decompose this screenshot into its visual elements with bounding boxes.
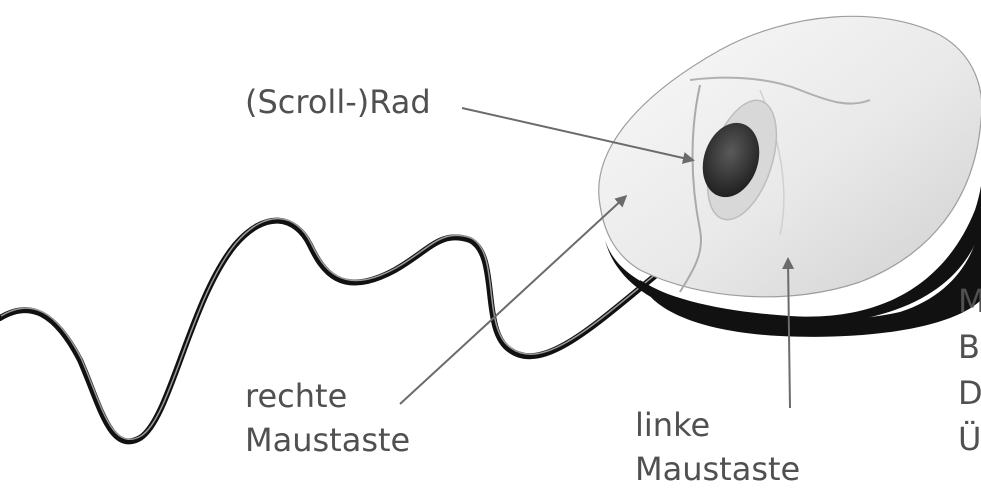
cutoff-side-text: M B D Ü: [958, 278, 981, 462]
cutoff-line-4: Ü: [958, 420, 981, 458]
scroll-wheel: [702, 122, 760, 198]
label-right-button-line-2: Maustaste: [245, 421, 411, 459]
mouse-body: [598, 15, 981, 298]
label-right-button: rechte Maustaste: [245, 374, 410, 462]
label-left-button-line-1: linke: [635, 406, 711, 444]
label-left-button-line-2: Maustaste: [635, 450, 801, 488]
arrow-right-button: [399, 194, 628, 405]
label-right-button-line-1: rechte: [245, 377, 348, 415]
mouse-cable: [0, 217, 675, 445]
cutoff-line-3: D: [958, 374, 981, 412]
cutoff-line-1: M: [958, 282, 981, 320]
label-scroll-wheel: (Scroll-)Rad: [245, 83, 431, 121]
arrow-left-button: [782, 257, 795, 409]
arrow-wheel: [461, 107, 695, 164]
cutoff-line-2: B: [958, 328, 980, 366]
label-left-button: linke Maustaste: [635, 403, 800, 491]
